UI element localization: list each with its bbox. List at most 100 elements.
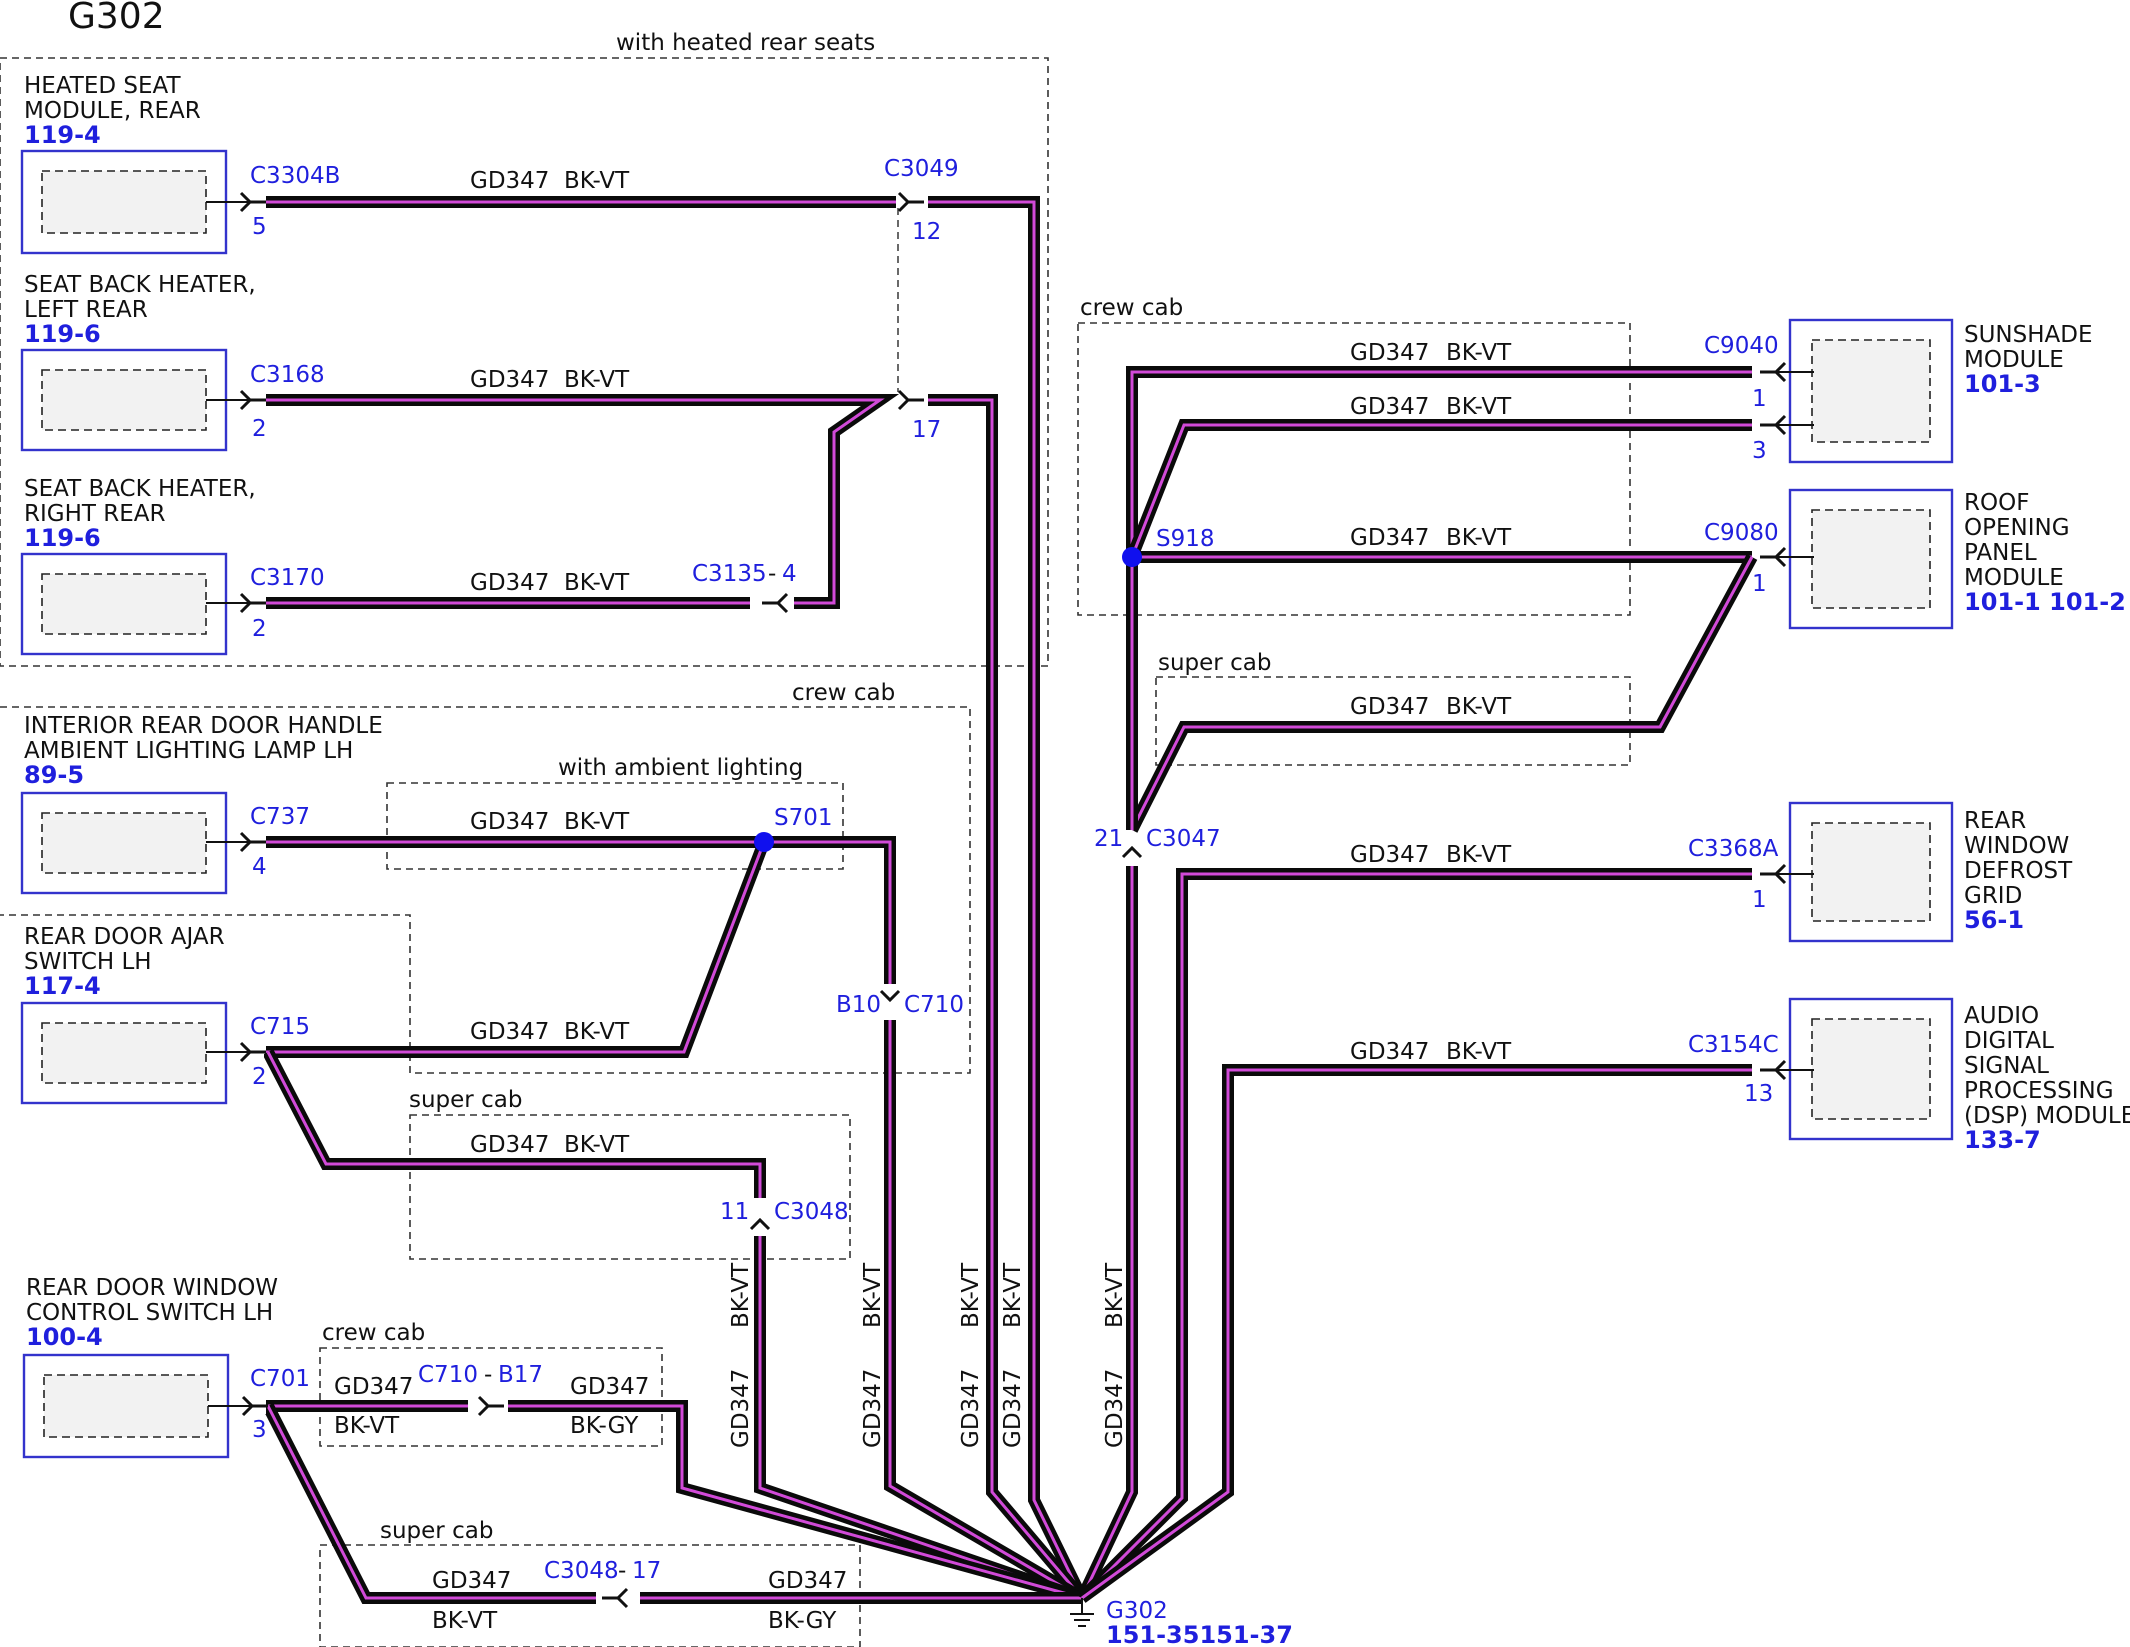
pin-label: 13 — [1744, 1081, 1773, 1107]
wire-c3154c-ground[interactable] — [1078, 1064, 1752, 1603]
splice-s701[interactable] — [754, 832, 774, 852]
connector-mark-c3049-b[interactable] — [897, 389, 924, 411]
module-label: RIGHT REAR — [24, 501, 165, 527]
ground-ref: 151-35151-37 — [1106, 1621, 1293, 1647]
svg-text:GD347: GD347 — [334, 1374, 413, 1400]
connector-label-c701: C701 — [250, 1366, 310, 1392]
connector-mark-c710-b17[interactable] — [477, 1395, 504, 1417]
module-ref: 101-1 101-2 — [1964, 588, 2126, 616]
pin-label: 12 — [912, 219, 941, 245]
wire-c710-ground-b[interactable] — [508, 1400, 1084, 1604]
wire-c3049-ground-b[interactable] — [928, 394, 1087, 1602]
module-rear-door-window-switch: REAR DOOR WINDOW CONTROL SWITCH LH 100-4 — [22, 1275, 278, 1459]
connector-mark-c701[interactable] — [241, 1395, 268, 1417]
ground-g302[interactable] — [1070, 1598, 1094, 1627]
module-heated-seat-rear: HEATED SEAT MODULE, REAR 119-4 — [20, 73, 228, 255]
pin-label: 2 — [252, 416, 267, 442]
connector-mark-c3170[interactable] — [239, 592, 266, 614]
wire-c3368a-ground[interactable] — [1077, 868, 1752, 1603]
connector-mark-c9080[interactable] — [1760, 546, 1787, 568]
ground-name: G302 — [1106, 1598, 1168, 1624]
module-inner — [43, 1374, 209, 1438]
module-inner — [41, 812, 207, 874]
module-inner — [1811, 509, 1931, 609]
connector-mark-c3047[interactable] — [1121, 834, 1143, 859]
connector-mark-c710[interactable] — [879, 989, 901, 1014]
svg-text:BK-VT: BK-VT — [432, 1608, 498, 1634]
region-label-super-cab-left: super cab — [409, 1087, 522, 1113]
wire-c3049-ground-a[interactable] — [928, 196, 1088, 1601]
connector-mark-c3168[interactable] — [239, 389, 266, 411]
module-label: AUDIO — [1964, 1003, 2039, 1029]
connector-mark-c3135[interactable] — [762, 592, 789, 614]
svg-text:GD347: GD347 — [768, 1568, 847, 1594]
connector-label-c9040: C9040 — [1704, 333, 1779, 359]
wire-c715-c3048[interactable] — [262, 1049, 766, 1198]
svg-text:BK-VT: BK-VT — [564, 1019, 630, 1045]
svg-text:BK-VT: BK-VT — [958, 1262, 984, 1328]
svg-text:BK-VT: BK-VT — [1446, 394, 1512, 420]
connector-mark-c715[interactable] — [239, 1041, 266, 1063]
wire-c701-c3048[interactable] — [262, 1403, 596, 1604]
pin-label: B10 — [836, 992, 881, 1018]
module-label: SUNSHADE — [1964, 322, 2093, 348]
pin-label: 4 — [252, 854, 267, 880]
svg-text:BK-VT: BK-VT — [1446, 525, 1512, 551]
svg-text:BK-VT: BK-VT — [1000, 1262, 1026, 1328]
svg-text:GD347: GD347 — [470, 570, 549, 596]
module-ref: 119-4 — [24, 121, 101, 149]
wire-c710-ground[interactable] — [884, 1020, 1086, 1604]
connector-label-c3168: C3168 — [250, 362, 325, 388]
connector-mark-c3048-17[interactable] — [602, 1587, 629, 1609]
svg-text:GD347: GD347 — [1350, 525, 1429, 551]
svg-text:GD347: GD347 — [1350, 1039, 1429, 1065]
svg-text:BK-VT: BK-VT — [1446, 1039, 1512, 1065]
wire-c9040-s918-b[interactable] — [1126, 419, 1752, 560]
connector-label-c3047: C3047 — [1146, 826, 1221, 852]
wire-c9040-s918[interactable] — [1126, 366, 1752, 557]
svg-text:GD347: GD347 — [470, 168, 549, 194]
connector-label-c9080: C9080 — [1704, 520, 1779, 546]
connector-mark-c9040-a[interactable] — [1760, 361, 1787, 383]
wire-c3168-c3049[interactable] — [266, 394, 900, 609]
svg-text:GD347: GD347 — [1102, 1369, 1128, 1448]
connector-mark-c3049-a[interactable] — [897, 191, 924, 213]
connector-label-c3135: C3135 — [692, 561, 767, 587]
module-roof-opening-panel: ROOF OPENING PANEL MODULE 101-1 101-2 — [1788, 488, 2126, 630]
module-label: MODULE, REAR — [24, 98, 201, 124]
svg-text:GD347: GD347 — [1000, 1369, 1026, 1448]
module-ref: 100-4 — [26, 1323, 103, 1351]
module-label: WINDOW — [1964, 833, 2069, 859]
wire-c737-s701[interactable] — [266, 836, 896, 984]
wire-c9080-c3047[interactable] — [1126, 554, 1758, 833]
wire-harness — [262, 196, 1758, 1604]
wire-c3047-ground[interactable] — [1076, 866, 1138, 1601]
splice-s918[interactable] — [1122, 547, 1142, 567]
wire-c3048-ground[interactable] — [754, 1236, 1084, 1604]
connector-mark-c3304b[interactable] — [239, 191, 266, 213]
module-label: REAR — [1964, 808, 2026, 834]
pin-label: 3 — [1752, 438, 1767, 464]
connector-mark-c3154c[interactable] — [1760, 1059, 1787, 1081]
connector-mark-c3368a[interactable] — [1760, 863, 1787, 885]
svg-text:GD347: GD347 — [860, 1369, 886, 1448]
connector-label-c3048: C3048 — [774, 1199, 849, 1225]
module-label: MODULE — [1964, 565, 2064, 591]
svg-text:BK-VT: BK-VT — [860, 1262, 886, 1328]
wire-c715-s701[interactable] — [266, 839, 770, 1058]
wire-label: GD347 BK-VT — [1350, 1039, 1512, 1065]
connector-mark-c9040-b[interactable] — [1760, 414, 1787, 436]
module-label: PANEL — [1964, 540, 2037, 566]
module-label: HEATED SEAT — [24, 73, 181, 99]
connector-label-c3154c: C3154C — [1688, 1032, 1779, 1058]
connector-mark-c3048[interactable] — [749, 1206, 771, 1231]
connector-mark-c737[interactable] — [239, 831, 266, 853]
module-ref: 119-6 — [24, 320, 101, 348]
